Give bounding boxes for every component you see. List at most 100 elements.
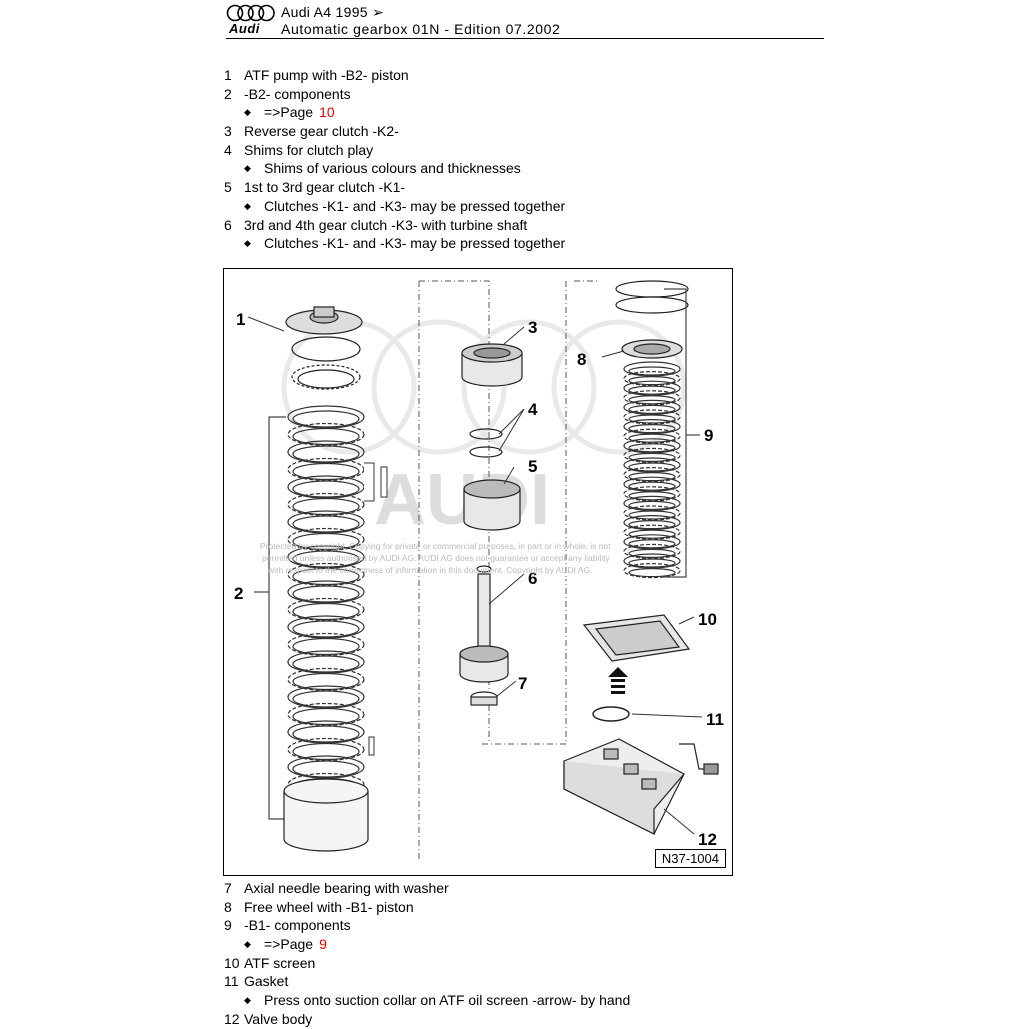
b2-plate <box>292 602 360 621</box>
callout-3: 3 <box>528 318 537 337</box>
exploded-diagram: AUDI <box>234 280 724 859</box>
bullet-icon: ◆ <box>244 238 251 249</box>
b2-plate <box>292 497 360 516</box>
arrow-icon <box>608 667 628 694</box>
callout-9: 9 <box>704 426 713 445</box>
b2-plate <box>292 585 360 603</box>
b2-plate <box>287 405 365 429</box>
b2-plate <box>292 672 360 691</box>
audi-rings-logo <box>226 4 275 22</box>
b2-plate <box>287 527 365 552</box>
callout-8: 8 <box>577 350 586 369</box>
b2-plate <box>287 422 365 447</box>
b1-plate <box>628 472 676 482</box>
b1-plate <box>628 568 676 578</box>
b2-plate <box>292 725 360 743</box>
leader-lines <box>247 316 703 835</box>
b2-plate <box>287 562 365 587</box>
b1-plate <box>628 375 676 386</box>
callout-5: 5 <box>528 457 537 476</box>
b1-plate <box>628 424 676 434</box>
legend-subitem: ◆Shims of various colours and thicknesse… <box>244 160 521 177</box>
b1-plate <box>628 520 676 530</box>
page-link[interactable]: 9 <box>319 936 327 953</box>
b1-plate <box>628 443 676 453</box>
header-title: Audi A4 1995 ➢ <box>281 4 385 20</box>
watermark-logo <box>281 319 687 455</box>
b2-plate <box>287 632 365 657</box>
b1-plate <box>623 370 681 387</box>
b1-bracket <box>664 288 700 578</box>
b2-plate <box>292 760 360 778</box>
b1-plate <box>628 548 676 558</box>
b1-plate <box>623 467 681 483</box>
b2-bracket <box>254 416 286 820</box>
b2-plate <box>292 550 360 568</box>
callout-2: 2 <box>234 584 243 603</box>
b2-plate <box>292 742 360 761</box>
b1-plate <box>628 433 676 443</box>
watermark-logo-text: AUDI <box>374 460 550 540</box>
valve-body <box>563 738 719 835</box>
b1-plate <box>623 380 681 396</box>
b2-plate <box>287 597 365 622</box>
b2-plate <box>292 427 360 446</box>
b1-plate <box>628 395 676 405</box>
bullet-icon: ◆ <box>244 200 251 211</box>
legend-subitem: ◆Clutches -K1- and -K3- may be pressed t… <box>244 235 566 252</box>
callout-numbers: 1 2 3 4 5 6 7 8 9 10 11 12 <box>234 310 724 849</box>
b1-plate <box>628 529 676 539</box>
page-link[interactable]: 10 <box>319 104 335 121</box>
b1-plate <box>628 385 676 395</box>
b1-plate <box>628 491 676 501</box>
b1-plate <box>628 539 676 549</box>
b1-plate <box>628 481 676 491</box>
b1-plate <box>628 452 676 462</box>
b1-plate <box>623 543 681 559</box>
b1-plate <box>628 404 676 414</box>
b2-plate <box>292 707 360 726</box>
gasket <box>592 706 630 722</box>
b2-plate <box>292 462 360 481</box>
bullet-icon: ◆ <box>244 939 251 950</box>
callout-10: 10 <box>698 610 717 629</box>
callout-1: 1 <box>236 310 245 329</box>
watermark-text: with respect to the correctness of infor… <box>268 565 593 575</box>
legend-item: 9-B1- components <box>224 917 351 934</box>
legend-subitem: ◆Clutches -K1- and -K3- may be pressed t… <box>244 197 566 214</box>
b1-plate <box>628 414 676 424</box>
bullet-icon: ◆ <box>244 995 251 1006</box>
b2-plate <box>287 492 365 517</box>
b1-plate <box>628 558 676 568</box>
b2-plate <box>292 690 360 708</box>
b1-plate <box>623 515 681 531</box>
legend-subitem: ◆Press onto suction collar on ATF oil sc… <box>244 992 631 1009</box>
b2-plate <box>292 655 360 673</box>
b2-plate <box>292 532 360 551</box>
b2-sleeve <box>283 778 369 852</box>
b2-plate <box>292 567 360 586</box>
atf-screen <box>582 614 691 662</box>
b2-plate <box>287 737 365 762</box>
b1-plate <box>623 524 681 540</box>
callout-7: 7 <box>518 674 527 693</box>
figure-code-label: N37-1004 <box>654 849 726 868</box>
b1-plate <box>623 428 681 444</box>
legend-item: 2-B2- components <box>224 85 351 102</box>
b2-plate <box>287 702 365 727</box>
b1-plate <box>628 462 676 472</box>
b1-plate <box>628 366 676 376</box>
b2-plate <box>292 480 360 498</box>
b1-top-parts <box>615 280 689 359</box>
